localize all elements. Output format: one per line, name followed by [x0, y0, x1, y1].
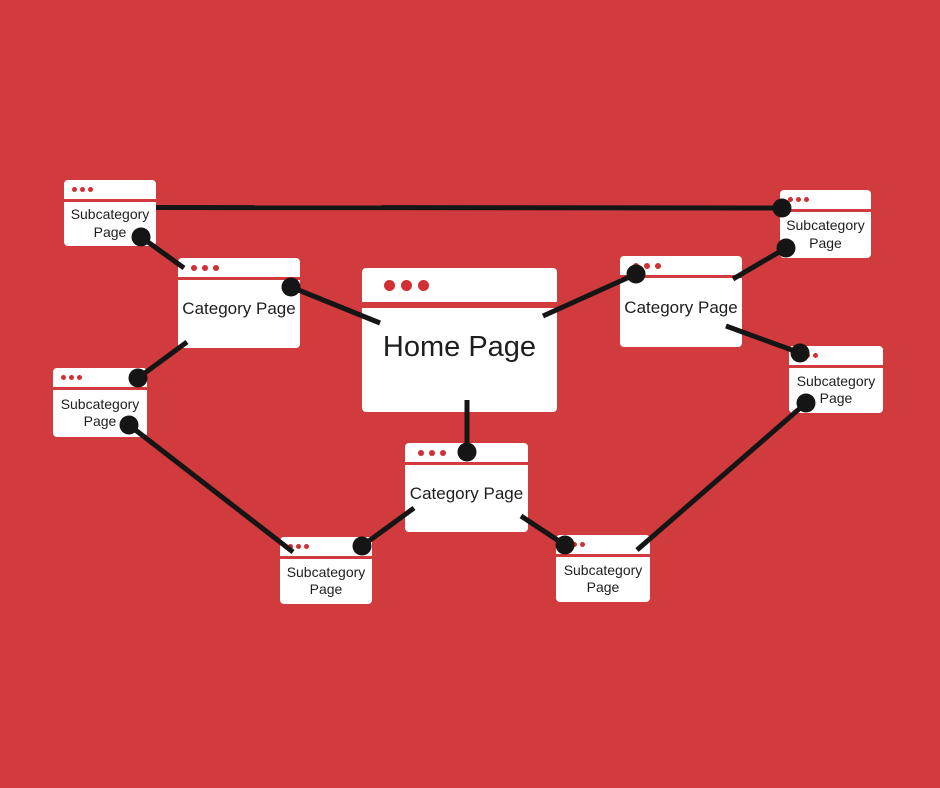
node-body: Category Page: [178, 280, 300, 348]
window-dots-icon: [384, 279, 429, 291]
node-label: Subcategory Page: [786, 217, 865, 251]
node-label: Subcategory Page: [563, 561, 643, 596]
edge-subright-subbottomright: [635, 401, 808, 552]
node-label: Subcategory Page: [796, 372, 876, 407]
node-body: Subcategory Page: [280, 558, 372, 604]
browser-titlebar: [789, 346, 883, 365]
page-node-subcategory-bottom-right: Subcategory Page: [556, 535, 650, 602]
page-node-subcategory-bottom-left: Subcategory Page: [280, 537, 372, 604]
node-body: Category Page: [405, 465, 528, 532]
page-node-subcategory-left: Subcategory Page: [53, 368, 147, 437]
edge-subleft-subbottomleft: [127, 423, 295, 554]
page-node-subcategory-right: Subcategory Page: [789, 346, 883, 413]
browser-titlebar: [405, 443, 528, 462]
window-dots-icon: [797, 353, 818, 358]
page-node-subcategory-top-right: Subcategory Page: [780, 190, 871, 258]
browser-titlebar: [556, 535, 650, 554]
page-node-subcategory-top-left: Subcategory Page: [64, 180, 156, 246]
node-label: Subcategory Page: [286, 563, 366, 598]
node-label: Category Page: [409, 483, 524, 503]
node-label: Home Page: [382, 330, 537, 363]
browser-titlebar: [620, 256, 742, 275]
edge-subtopleft-subtopright: [155, 205, 783, 211]
window-dots-icon: [564, 542, 585, 547]
browser-titlebar: [53, 368, 147, 387]
node-body: Category Page: [620, 278, 742, 347]
window-dots-icon: [288, 544, 309, 549]
node-body: Subcategory Page: [53, 389, 147, 437]
node-label: Category Page: [624, 297, 738, 317]
browser-titlebar: [178, 258, 300, 277]
node-body: Home Page: [362, 308, 557, 412]
window-dots-icon: [191, 264, 219, 271]
node-body: Subcategory Page: [556, 556, 650, 602]
page-node-category-right: Category Page: [620, 256, 742, 347]
window-dots-icon: [633, 262, 661, 269]
node-label: Subcategory Page: [70, 206, 150, 240]
node-body: Subcategory Page: [64, 201, 156, 246]
browser-titlebar: [362, 268, 557, 302]
window-dots-icon: [788, 197, 809, 202]
page-node-category-bottom: Category Page: [405, 443, 528, 532]
browser-titlebar: [780, 190, 871, 209]
node-body: Subcategory Page: [789, 367, 883, 413]
window-dots-icon: [418, 449, 446, 456]
window-dots-icon: [61, 375, 82, 380]
node-body: Subcategory Page: [780, 211, 871, 258]
page-node-home: Home Page: [362, 268, 557, 412]
node-label: Subcategory Page: [60, 395, 140, 430]
browser-titlebar: [280, 537, 372, 556]
node-label: Category Page: [182, 299, 296, 318]
page-node-category-left: Category Page: [178, 258, 300, 348]
window-dots-icon: [72, 187, 93, 192]
browser-titlebar: [64, 180, 156, 199]
